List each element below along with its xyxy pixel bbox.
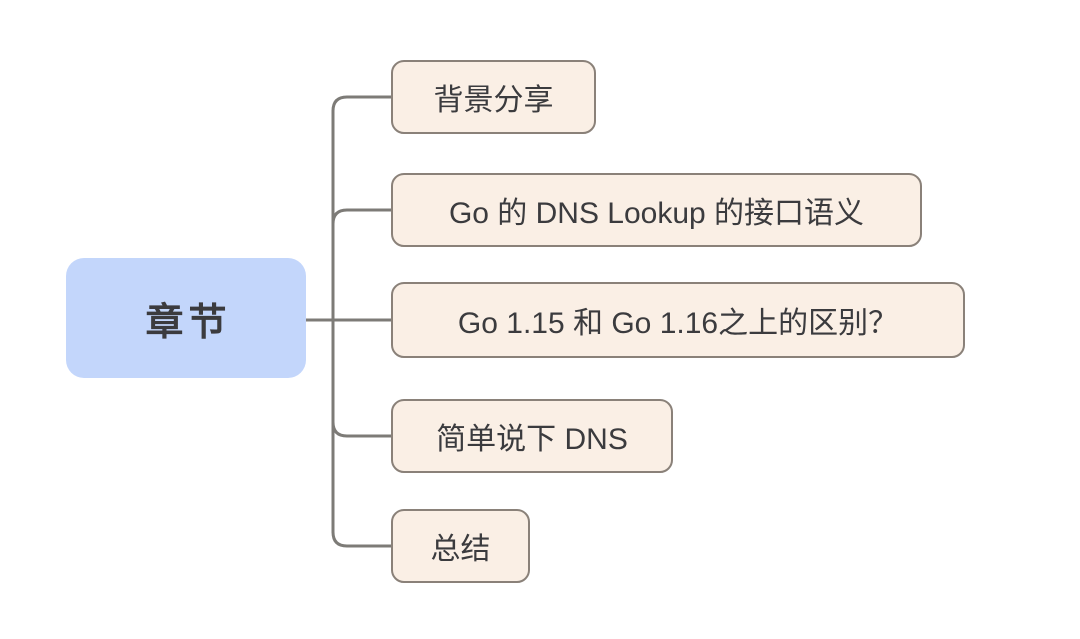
node-child-summary[interactable]: 总结 bbox=[391, 509, 530, 583]
node-child-label: Go 的 DNS Lookup 的接口语义 bbox=[448, 197, 865, 230]
node-root-label: 章节 bbox=[145, 301, 232, 344]
node-root[interactable]: 章节 bbox=[66, 258, 306, 378]
node-child-label: 背景分享 bbox=[433, 84, 554, 117]
connector-branch-5 bbox=[331, 530, 393, 548]
node-child-dns-lookup-semantics[interactable]: Go 的 DNS Lookup 的接口语义 bbox=[391, 173, 922, 247]
node-child-dns-briefly[interactable]: 简单说下 DNS bbox=[391, 399, 673, 473]
node-child-label: 总结 bbox=[430, 533, 491, 566]
node-child-label: 简单说下 DNS bbox=[436, 423, 628, 456]
node-child-go115-vs-go116[interactable]: Go 1.15 和 Go 1.16之上的区别？ bbox=[391, 282, 965, 358]
connector-branch-1 bbox=[331, 95, 393, 113]
node-child-background-share[interactable]: 背景分享 bbox=[391, 60, 596, 134]
node-child-label: Go 1.15 和 Go 1.16之上的区别？ bbox=[457, 307, 899, 340]
connector-branch-4 bbox=[331, 420, 393, 438]
connector-branch-2 bbox=[331, 208, 393, 226]
